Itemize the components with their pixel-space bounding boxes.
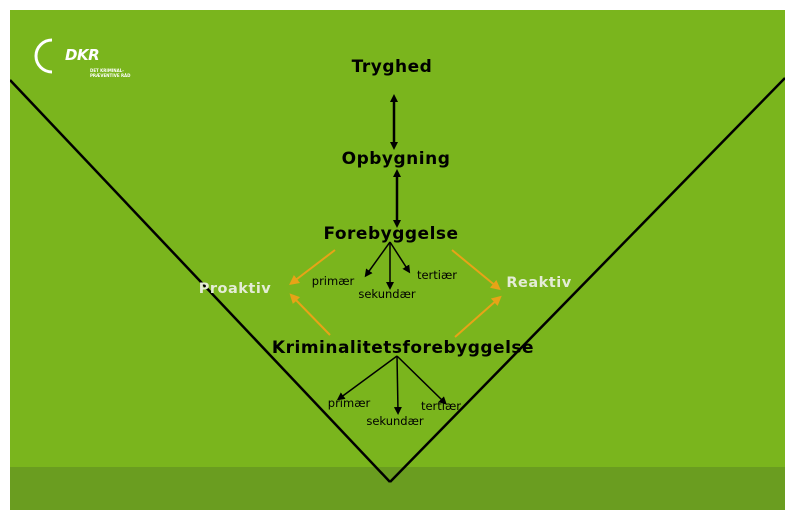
label-opbygning: Opbygning [341, 149, 451, 169]
dkr-logo-ring-icon [34, 38, 53, 74]
slide: DKR DET KRIMINAL- PRÆVENTIVE RÅD [10, 10, 785, 510]
orange-arrow-krim-proaktiv [289, 293, 331, 336]
arrow-krim-sekundaer [393, 355, 402, 415]
arrow-krim-primaer [336, 355, 398, 401]
orange-arrow-forebyggelse-reaktiv [451, 249, 501, 291]
label-forebyggelse-primaer: primær [311, 274, 355, 288]
orange-arrow-krim-reaktiv [454, 295, 502, 338]
dkr-logo: DKR [30, 36, 100, 80]
arrow-forebyggelse-primaer [364, 241, 391, 278]
label-kriminalitetsforebyggelse: Kriminalitetsforebyggelse [271, 338, 535, 358]
arrow-krim-tertiaer [396, 355, 447, 405]
label-krim-tertiaer: tertiær [420, 399, 462, 413]
v-left-line [10, 79, 391, 483]
v-right-line [389, 77, 785, 483]
logo-subtitle-line-2: PRÆVENTIVE RÅD [90, 73, 131, 78]
label-krim-sekundaer: sekundær [366, 414, 424, 428]
label-forebyggelse: Forebyggelse [323, 224, 459, 244]
label-tryghed: Tryghed [351, 57, 433, 77]
arrow-forebyggelse-tertiaer [389, 241, 411, 274]
label-reaktiv: Reaktiv [506, 275, 572, 291]
diagram-lines [10, 77, 785, 483]
label-krim-primaer: primær [327, 396, 371, 410]
label-proaktiv: Proaktiv [198, 281, 272, 297]
logo-subtitle: DET KRIMINAL- PRÆVENTIVE RÅD [90, 68, 130, 78]
label-forebyggelse-sekundaer: sekundær [358, 287, 416, 301]
logo-subtitle-line-1: DET KRIMINAL- [90, 68, 124, 73]
logo-text: DKR [65, 46, 100, 64]
label-forebyggelse-tertiaer: tertiær [416, 268, 458, 282]
orange-arrow-forebyggelse-proaktiv [289, 249, 336, 286]
